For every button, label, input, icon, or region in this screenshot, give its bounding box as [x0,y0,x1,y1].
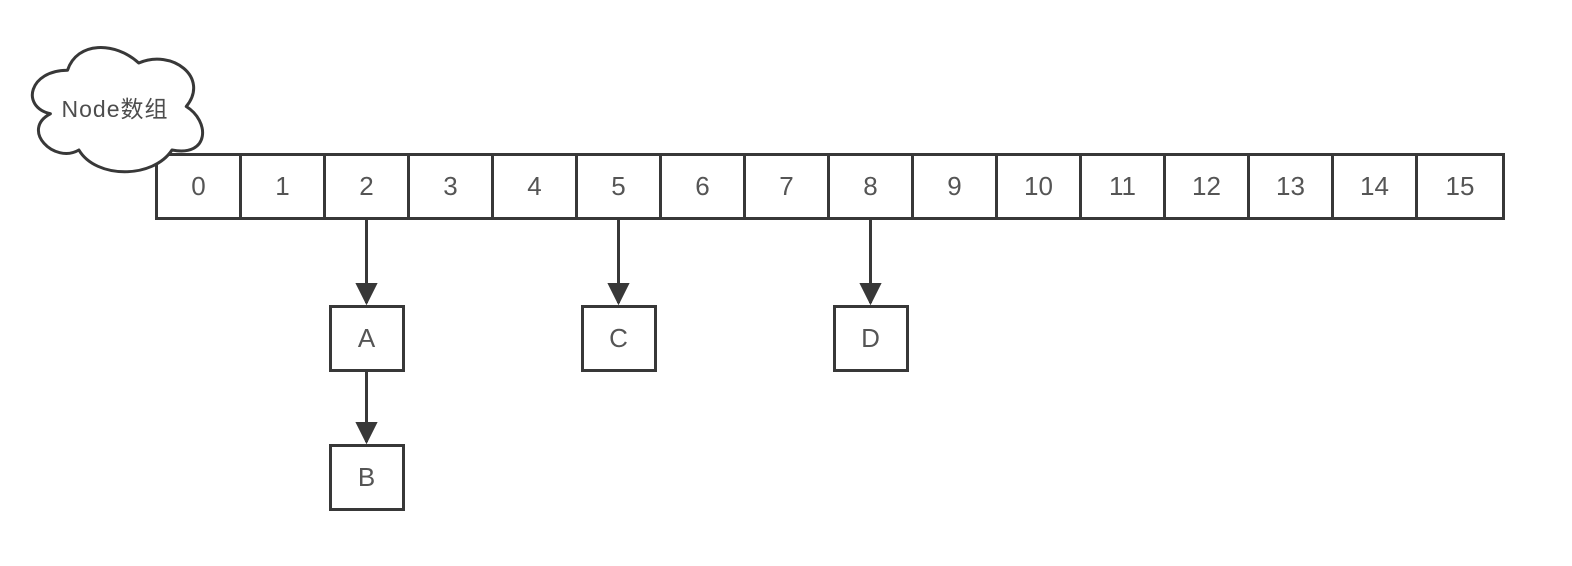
cloud-callout: Node数组 [20,34,210,179]
node-box-c: C [580,305,657,372]
array-cell-7: 7 [746,156,830,217]
array-cell-9: 9 [914,156,998,217]
node-box-a: A [328,305,405,372]
node-label: D [861,323,880,353]
array-cell-8: 8 [830,156,914,217]
array-cell-13: 13 [1250,156,1334,217]
node-box-d: D [832,305,909,372]
node-label: A [357,323,376,353]
cloud-shape [31,46,205,174]
array-cell-11: 11 [1082,156,1166,217]
node-label: C [609,323,628,353]
array-cell-5: 5 [578,156,662,217]
array-cell-4: 4 [494,156,578,217]
array-cell-0: 0 [158,156,242,217]
node-label: B [357,462,376,492]
array-cell-3: 3 [410,156,494,217]
array-cell-1: 1 [242,156,326,217]
array-cell-2: 2 [326,156,410,217]
array-cell-14: 14 [1334,156,1418,217]
array-cell-12: 12 [1166,156,1250,217]
array-cell-6: 6 [662,156,746,217]
node-box-b: B [328,444,405,511]
array-cell-15: 15 [1418,156,1502,217]
array-cell-10: 10 [998,156,1082,217]
cloud-label: Node数组 [61,95,169,122]
